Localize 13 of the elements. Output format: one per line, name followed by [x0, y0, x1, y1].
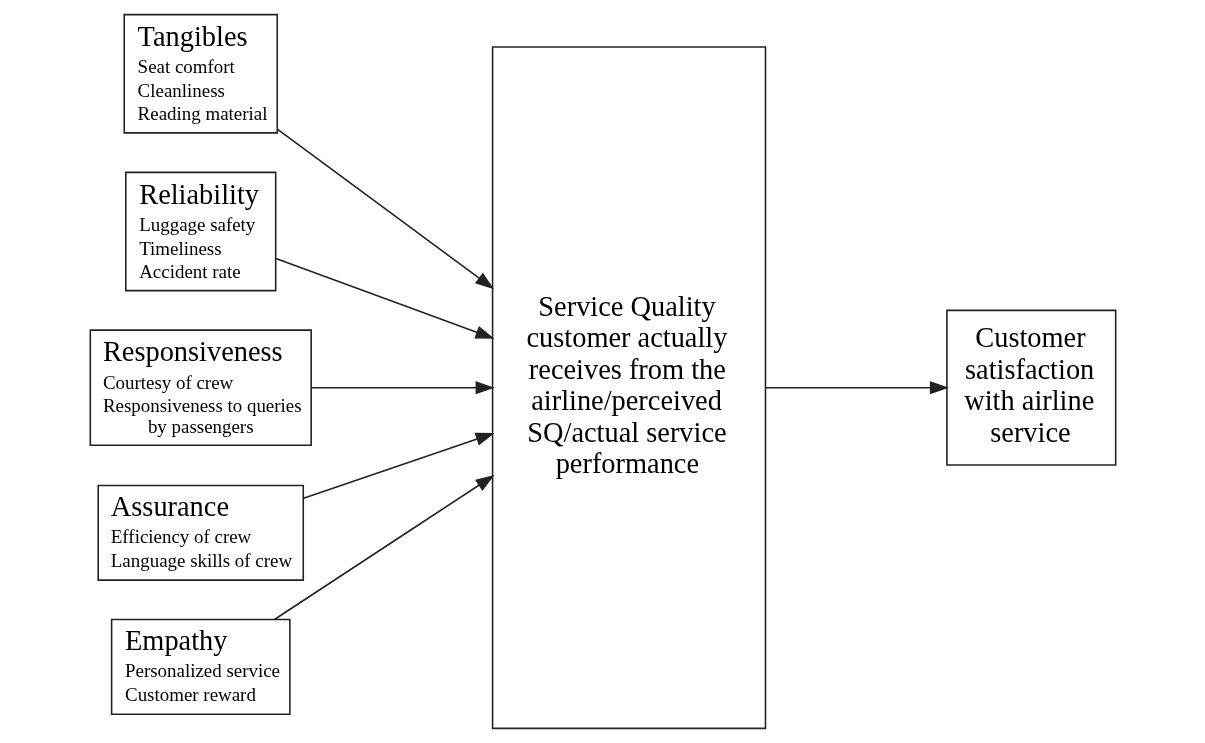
arrow [273, 474, 495, 621]
node-box: Tangibles Seat comfort Cleanliness Reading material [122, 13, 278, 134]
node-box: Responsiveness Courtesy of crew Responsiveness to queries by passengers [89, 329, 312, 447]
node-box: Customer satisfaction with airline service [945, 309, 1116, 466]
arrow [274, 257, 494, 339]
arrow [764, 381, 949, 395]
node-box: Service Quality customer actually receives from the airline/perceived SQ/actual service performance [491, 46, 766, 730]
arrow [276, 128, 494, 290]
node-box: Empathy Personalized service Customer reward [110, 618, 291, 715]
arrow [309, 381, 495, 395]
node-box: Assurance Efficiency of crew Language skills of crew [96, 484, 304, 581]
node-box: Reliability Luggage safety Timeliness Accident rate [124, 171, 276, 292]
arrow [302, 432, 495, 499]
